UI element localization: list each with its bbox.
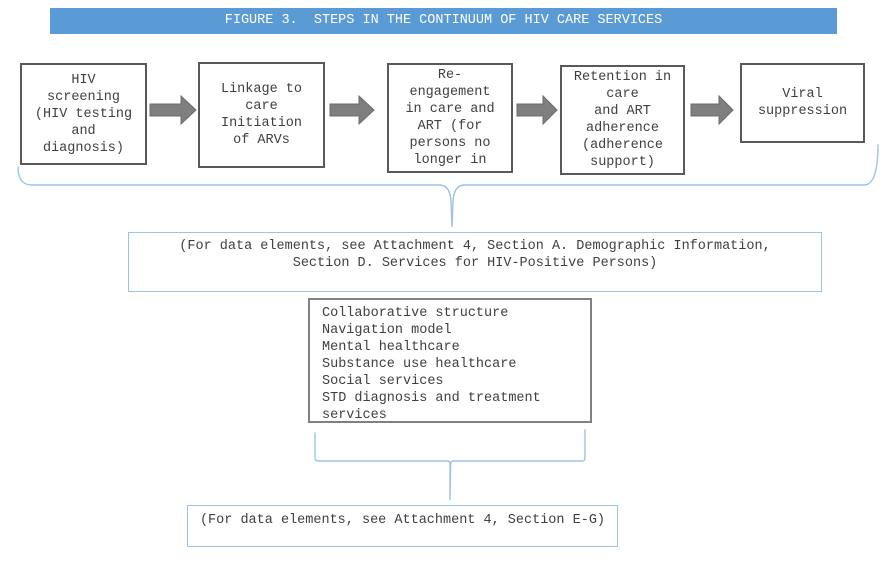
figure-title: FIGURE 3. STEPS IN THE CONTINUUM OF HIV … <box>50 8 837 34</box>
flow-arrow-icon <box>690 94 734 126</box>
note-attachment-4-sections-e-g: (For data elements, see Attachment 4, Se… <box>187 505 618 547</box>
bracket-brace-services-list <box>314 429 586 501</box>
flow-box-viral-suppression: Viral suppression <box>740 63 865 143</box>
flow-box-retention-in-care: Retention in care and ART adherence (adh… <box>560 65 685 175</box>
flow-arrow-icon <box>516 94 558 126</box>
flow-box-re-engagement: Re- engagement in care and ART (for pers… <box>387 63 513 173</box>
support-services-list: Collaborative structure Navigation model… <box>308 298 592 423</box>
curly-brace-flow-row <box>17 144 879 228</box>
flow-arrow-icon <box>329 94 375 126</box>
note-attachment-4-sections-a-d: (For data elements, see Attachment 4, Se… <box>128 232 822 292</box>
flow-box-hiv-screening: HIV screening (HIV testing and diagnosis… <box>20 63 147 165</box>
flow-box-linkage-to-care: Linkage to care Initiation of ARVs <box>198 62 325 168</box>
flow-arrow-icon <box>149 94 197 126</box>
